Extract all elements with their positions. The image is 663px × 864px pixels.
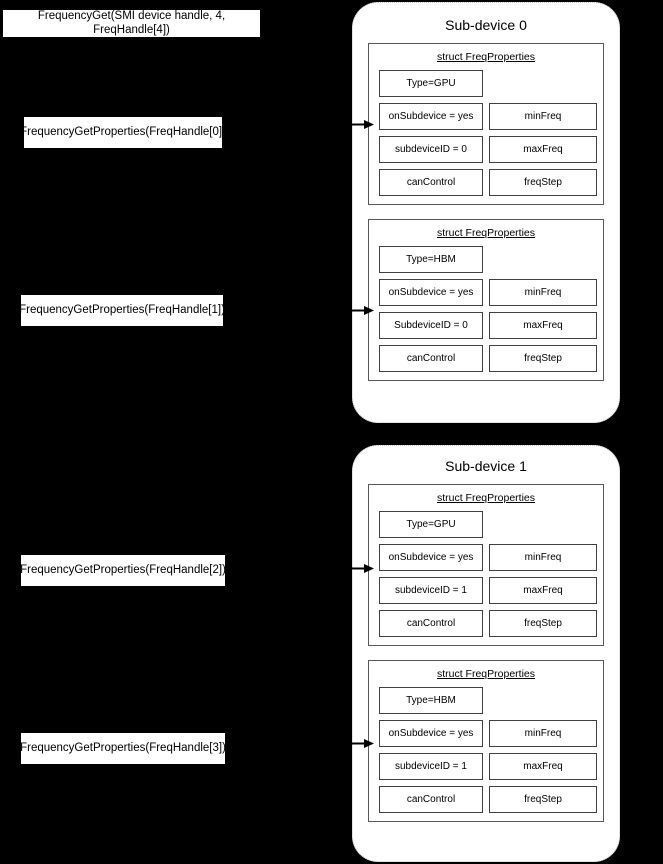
field-can-control: canControl [379, 169, 483, 196]
field-freq-step: freqStep [489, 610, 597, 637]
field-subdevice-id: subdeviceID = 1 [379, 577, 483, 604]
field-freq-step: freqStep [489, 345, 597, 372]
field-max-freq: maxFreq [489, 577, 597, 604]
field-on-subdevice: onSubdevice = yes [379, 720, 483, 747]
field-empty [489, 70, 597, 97]
struct-field-grid: Type=HBM onSubdevice = yes minFreq subde… [379, 687, 597, 813]
field-subdevice-id: SubdeviceID = 0 [379, 312, 483, 339]
struct-title: struct FreqProperties [436, 668, 536, 680]
struct-title: struct FreqProperties [436, 492, 536, 504]
field-freq-step: freqStep [489, 169, 597, 196]
field-freq-step: freqStep [489, 786, 597, 813]
field-min-freq: minFreq [489, 279, 597, 306]
struct-field-grid: Type=HBM onSubdevice = yes minFreq Subde… [379, 246, 597, 372]
subdevice-1-title: Sub-device 1 [445, 458, 527, 474]
field-max-freq: maxFreq [489, 312, 597, 339]
struct-title: struct FreqProperties [436, 51, 536, 63]
subdevice-0-title: Sub-device 0 [445, 17, 527, 33]
field-on-subdevice: onSubdevice = yes [379, 544, 483, 571]
field-min-freq: minFreq [489, 103, 597, 130]
field-subdevice-id: subdeviceID = 0 [379, 136, 483, 163]
subdevice-0-struct-gpu: struct FreqProperties Type=GPU onSubdevi… [368, 43, 604, 205]
field-empty [489, 246, 597, 273]
subdevice-0-struct-hbm: struct FreqProperties Type=HBM onSubdevi… [368, 219, 604, 381]
subdevice-1-struct-hbm: struct FreqProperties Type=HBM onSubdevi… [368, 660, 604, 822]
field-max-freq: maxFreq [489, 136, 597, 163]
api-call-frequency-get-properties-0: FrequencyGetProperties(FreqHandle[0]) [20, 117, 226, 148]
struct-field-grid: Type=GPU onSubdevice = yes minFreq subde… [379, 70, 597, 196]
api-call-frequency-get-properties-3: FrequencyGetProperties(FreqHandle[3]) [20, 733, 226, 764]
field-empty [489, 511, 597, 538]
field-max-freq: maxFreq [489, 753, 597, 780]
field-subdevice-id: subdeviceID = 1 [379, 753, 483, 780]
field-type: Type=GPU [379, 70, 483, 97]
subdevice-1-container: Sub-device 1 struct FreqProperties Type=… [352, 445, 620, 862]
field-can-control: canControl [379, 786, 483, 813]
subdevice-1-struct-gpu: struct FreqProperties Type=GPU onSubdevi… [368, 484, 604, 646]
arrow-to-subdevice0-gpu-struct [348, 119, 374, 130]
field-on-subdevice: onSubdevice = yes [379, 279, 483, 306]
arrow-to-subdevice0-hbm-struct [348, 305, 374, 316]
field-on-subdevice: onSubdevice = yes [379, 103, 483, 130]
struct-field-grid: Type=GPU onSubdevice = yes minFreq subde… [379, 511, 597, 637]
struct-title: struct FreqProperties [436, 227, 536, 239]
api-call-frequency-get: FrequencyGet(SMI device handle, 4, FreqH… [3, 10, 260, 37]
field-type: Type=HBM [379, 687, 483, 714]
api-call-frequency-get-properties-1: FrequencyGetProperties(FreqHandle[1]) [19, 295, 225, 326]
field-min-freq: minFreq [489, 720, 597, 747]
field-empty [489, 687, 597, 714]
api-call-frequency-get-properties-2: FrequencyGetProperties(FreqHandle[2]) [20, 555, 226, 586]
field-type: Type=HBM [379, 246, 483, 273]
field-can-control: canControl [379, 610, 483, 637]
arrow-to-subdevice1-gpu-struct [348, 563, 374, 574]
field-min-freq: minFreq [489, 544, 597, 571]
field-can-control: canControl [379, 345, 483, 372]
arrow-to-subdevice1-hbm-struct [348, 738, 374, 749]
subdevice-0-container: Sub-device 0 struct FreqProperties Type=… [352, 2, 620, 423]
field-type: Type=GPU [379, 511, 483, 538]
